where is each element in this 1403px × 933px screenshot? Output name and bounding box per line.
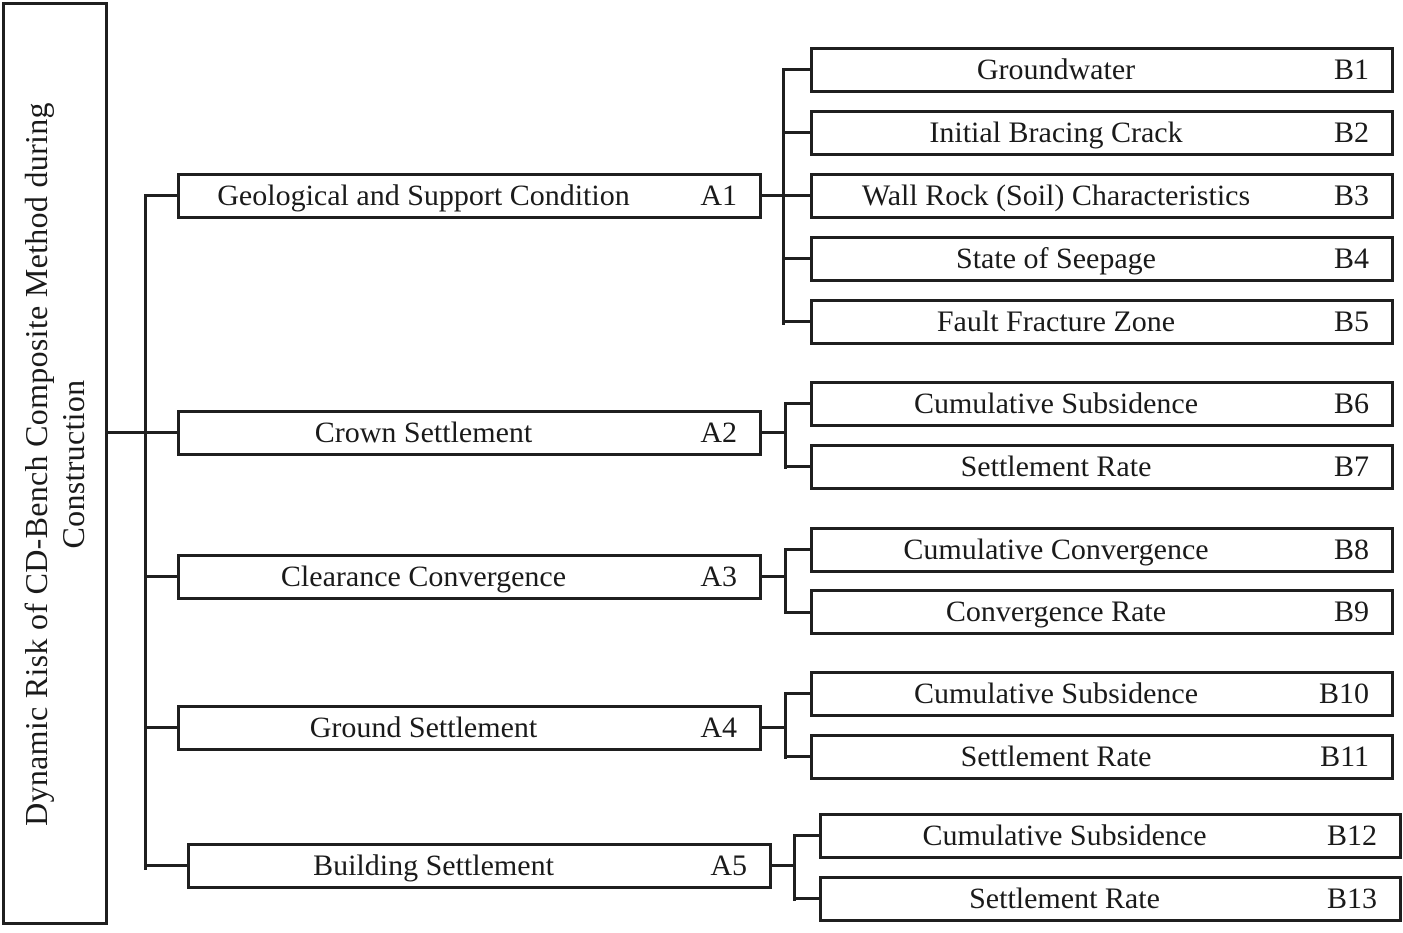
node-b4-label: State of Seepage [956,242,1156,275]
node-b2-code: B2 [1333,116,1369,149]
connector-a1-b5 [782,320,810,323]
connector-a2-out [762,431,787,434]
node-b9-code: B9 [1333,595,1369,628]
node-b5-label: Fault Fracture Zone [936,305,1176,338]
connector-a1-out [762,194,785,197]
connector-a4-out [762,726,787,729]
connector-trunk-a5 [144,864,187,867]
node-b1-code: B1 [1333,53,1369,86]
connector-a1-b1 [782,68,810,71]
node-b12-label: Cumulative Subsidence [922,819,1207,852]
node-a1-code: A1 [700,179,737,212]
node-b11-label: Settlement Rate [960,740,1152,773]
connector-a5-b13 [793,897,819,900]
connector-a3-b9 [784,611,810,614]
node-a1-label: Geological and Support Condition [217,179,630,212]
connector-a2-vert [784,402,787,469]
connector-trunk [144,194,147,870]
connector-a1-b3 [782,194,810,197]
node-b1-label: Groundwater [976,53,1136,86]
node-b11-code: B11 [1320,740,1369,773]
node-b10-code: B10 [1318,677,1369,710]
root-label-line2: Construction [55,379,91,548]
connector-trunk-a1 [144,194,177,197]
node-b6-code: B6 [1333,387,1369,420]
connector-trunk-a3 [144,575,177,578]
node-b1: Groundwater B1 [810,47,1394,93]
node-a5-code: A5 [710,849,747,882]
node-b7-code: B7 [1333,450,1369,483]
connector-a5-out [772,864,796,867]
root-label-line1: Dynamic Risk of CD-Bench Composite Metho… [18,101,55,826]
node-b6: Cumulative Subsidence B6 [810,381,1394,427]
node-b12-code: B12 [1326,819,1377,852]
connector-trunk-a4 [144,726,177,729]
root-node: Dynamic Risk of CD-Bench Composite Metho… [2,2,108,925]
node-a2-code: A2 [700,416,737,449]
node-b8: Cumulative Convergence B8 [810,527,1394,573]
node-b3-code: B3 [1333,179,1369,212]
node-a4: Ground Settlement A4 [177,705,762,751]
node-b4: State of Seepage B4 [810,236,1394,282]
node-a4-label: Ground Settlement [309,711,538,744]
node-b13: Settlement Rate B13 [819,876,1402,922]
node-b5: Fault Fracture Zone B5 [810,299,1394,345]
node-a1: Geological and Support Condition A1 [177,173,762,219]
node-b11: Settlement Rate B11 [810,734,1394,780]
node-a3-code: A3 [700,560,737,593]
node-a5: Building Settlement A5 [187,843,772,889]
connector-a4-vert [784,692,787,759]
node-b5-code: B5 [1333,305,1369,338]
node-b12: Cumulative Subsidence B12 [819,813,1402,859]
connector-a3-out [762,575,787,578]
connector-a1-b4 [782,257,810,260]
connector-a2-b7 [784,465,810,468]
node-b13-code: B13 [1326,882,1377,915]
node-b13-label: Settlement Rate [969,882,1160,915]
root-label: Dynamic Risk of CD-Bench Composite Metho… [5,5,105,922]
connector-a1-b2 [782,131,810,134]
node-b2-label: Initial Bracing Crack [929,116,1183,149]
connector-a3-vert [784,548,787,614]
node-b3-label: Wall Rock (Soil) Characteristics [861,179,1251,212]
connector-a5-b12 [793,834,819,837]
node-a3-label: Clearance Convergence [280,560,567,593]
node-a2: Crown Settlement A2 [177,410,762,456]
node-b6-label: Cumulative Subsidence [913,387,1199,420]
node-a3: Clearance Convergence A3 [177,554,762,600]
node-b7: Settlement Rate B7 [810,444,1394,490]
connector-a4-b10 [784,692,810,695]
node-b9-label: Convergence Rate [945,595,1167,628]
node-b10: Cumulative Subsidence B10 [810,671,1394,717]
node-a5-label: Building Settlement [313,849,554,882]
node-b8-label: Cumulative Convergence [903,533,1209,566]
connector-a3-b8 [784,548,810,551]
node-b4-code: B4 [1333,242,1369,275]
node-a4-code: A4 [700,711,737,744]
node-a2-label: Crown Settlement [314,416,533,449]
node-b9: Convergence Rate B9 [810,589,1394,635]
node-b10-label: Cumulative Subsidence [913,677,1199,710]
connector-root-a2 [108,431,177,434]
node-b3: Wall Rock (Soil) Characteristics B3 [810,173,1394,219]
node-b7-label: Settlement Rate [960,450,1152,483]
node-b2: Initial Bracing Crack B2 [810,110,1394,156]
connector-a5-vert [793,834,796,901]
node-b8-code: B8 [1333,533,1369,566]
connector-a4-b11 [784,755,810,758]
connector-a2-b6 [784,402,810,405]
